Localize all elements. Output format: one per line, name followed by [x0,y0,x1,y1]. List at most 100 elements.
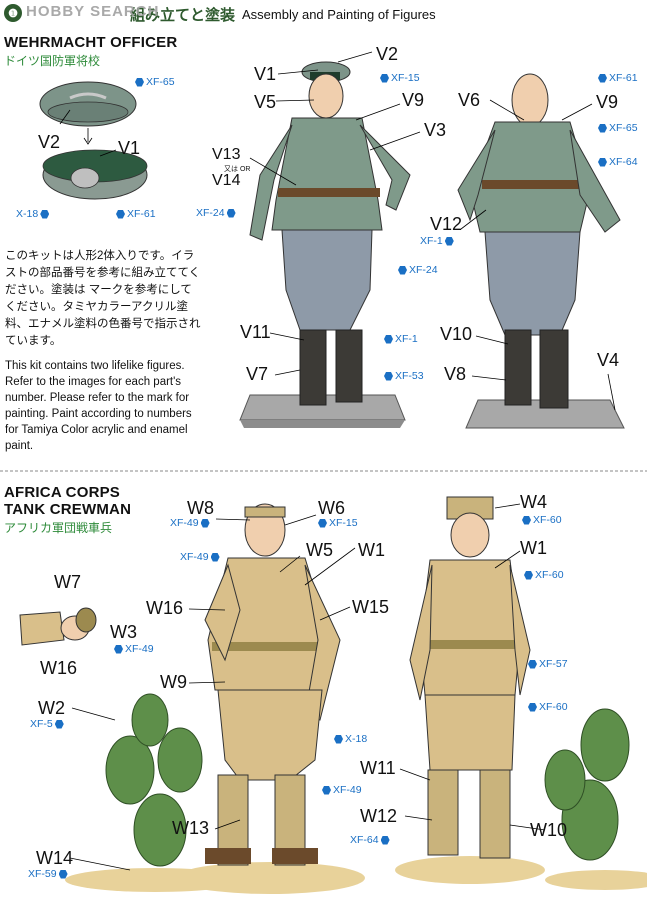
paint-xf61-back: XF-61 [598,72,638,84]
paint-icon [598,123,607,133]
paint-icon [334,734,343,744]
paint-icon [54,719,64,729]
paint-icon [598,73,607,83]
label-v9-back: V9 [596,92,619,112]
paint-icon [528,702,537,712]
label-v8: V8 [444,364,467,384]
header-title-en: Assembly and Painting of Figures [242,7,436,22]
label-v14: V14 [212,172,241,189]
label-w13: W13 [172,818,210,838]
paint-xf1-boots: XF-1 [384,333,418,345]
label-w1-front: W1 [358,540,385,560]
paint-icon [524,570,533,580]
paint-icon [598,157,607,167]
paint-xf64-boots: XF-64 [350,834,390,846]
paint-xf5-cactus: XF-5 [30,718,64,730]
paint-icon [380,73,389,83]
label-w2: W2 [38,698,65,718]
label-w10: W10 [530,820,568,840]
label-w9: W9 [160,672,187,692]
label-v12: V12 [430,214,463,234]
cap-top-illustration [39,81,137,127]
paint-x18-flashlight: X-18 [334,733,367,745]
paint-icon [522,515,531,525]
label-w8: W8 [187,498,214,518]
label-w11: W11 [360,758,396,778]
section2-title-line1: AFRICA CORPS [4,484,121,501]
cap-bottom-illustration [42,149,148,200]
paint-icon [135,77,144,87]
label-v3: V3 [424,120,447,140]
paint-xf49-hand: XF-49 [114,643,154,655]
section2-title-line2: TANK CREWMAN [4,501,132,518]
officer-back-figure [457,73,625,429]
paint-xf59-ground: XF-59 [28,868,68,880]
paint-icon [114,644,123,654]
paint-xf49-goggles: XF-49 [170,517,210,529]
label-w12: W12 [360,806,398,826]
paint-xf15: XF-15 [380,72,420,84]
officer-front-figure [239,61,411,428]
label-w4: W4 [520,492,547,512]
label-v1-cap: V1 [118,138,141,158]
label-v13: V13 [212,146,241,163]
section1-title: WEHRMACHT OFFICER [4,34,178,51]
label-v1: V1 [254,64,277,84]
watermark: HOBBY SEARCH [26,3,160,20]
paint-xf60-shirt: XF-60 [524,569,564,581]
header-title-jp: 組み立てと塗装 [130,7,236,24]
paint-icon [58,869,68,879]
hand-grenade-illustration [19,607,97,646]
label-v10: V10 [440,324,473,344]
label-v11: V11 [240,322,271,342]
section1-subtitle: ドイツ国防軍将校 [4,54,101,68]
label-v2-cap: V2 [38,132,61,152]
section1-jp-text: このキットは人形2体入りです。イラストの部品番号を参考に組み立ててください。塗装… [5,250,201,347]
paint-icon [384,334,393,344]
paint-icon [444,236,454,246]
label-w3: W3 [110,622,137,642]
label-w16-front: W16 [146,598,184,618]
label-w14: W14 [36,848,74,868]
label-v7: V7 [246,364,269,384]
label-v2: V2 [376,44,399,64]
paint-xf49-collar: XF-49 [180,551,220,563]
paint-icon [322,785,331,795]
section2-subtitle: アフリカ軍団戦車兵 [4,521,113,535]
paint-x18-cap: X-18 [16,208,50,220]
paint-icon [116,209,125,219]
paint-xf60-trousers: XF-60 [528,701,568,713]
paint-icon [528,659,537,669]
paint-icon [226,208,236,218]
paint-xf61-cap: XF-61 [116,208,156,220]
paint-icon [380,835,390,845]
paint-icon [210,552,220,562]
paint-xf53-base: XF-53 [384,370,424,382]
label-v6: V6 [458,90,481,110]
label-v9-front: V9 [402,90,425,110]
label-v4: V4 [597,350,620,370]
crewman-front-figure [175,503,365,894]
paint-xf49-boots: XF-49 [322,784,362,796]
label-w16-hand: W16 [40,658,78,678]
paint-xf65-back: XF-65 [598,122,638,134]
label-w5: W5 [306,540,333,560]
paint-icon [318,518,327,528]
paint-xf24-trousers: XF-24 [398,264,438,276]
label-w1-back: W1 [520,538,547,558]
section1-en-text: This kit contains two lifelike figures. … [5,360,192,452]
paint-icon [40,209,50,219]
label-v5: V5 [254,92,277,112]
paint-icon [384,371,393,381]
label-w6: W6 [318,498,345,518]
paint-xf24-gloves: XF-24 [196,207,236,219]
paint-icon [398,265,407,275]
paint-xf15-face: XF-15 [318,517,358,529]
crewman-back-figure [395,496,545,884]
paint-xf60-cap: XF-60 [522,514,562,526]
paint-xf65-cap: XF-65 [135,76,175,88]
paint-icon [200,518,210,528]
paint-xf57-belt: XF-57 [528,658,568,670]
label-or: 又は OR [224,166,251,173]
